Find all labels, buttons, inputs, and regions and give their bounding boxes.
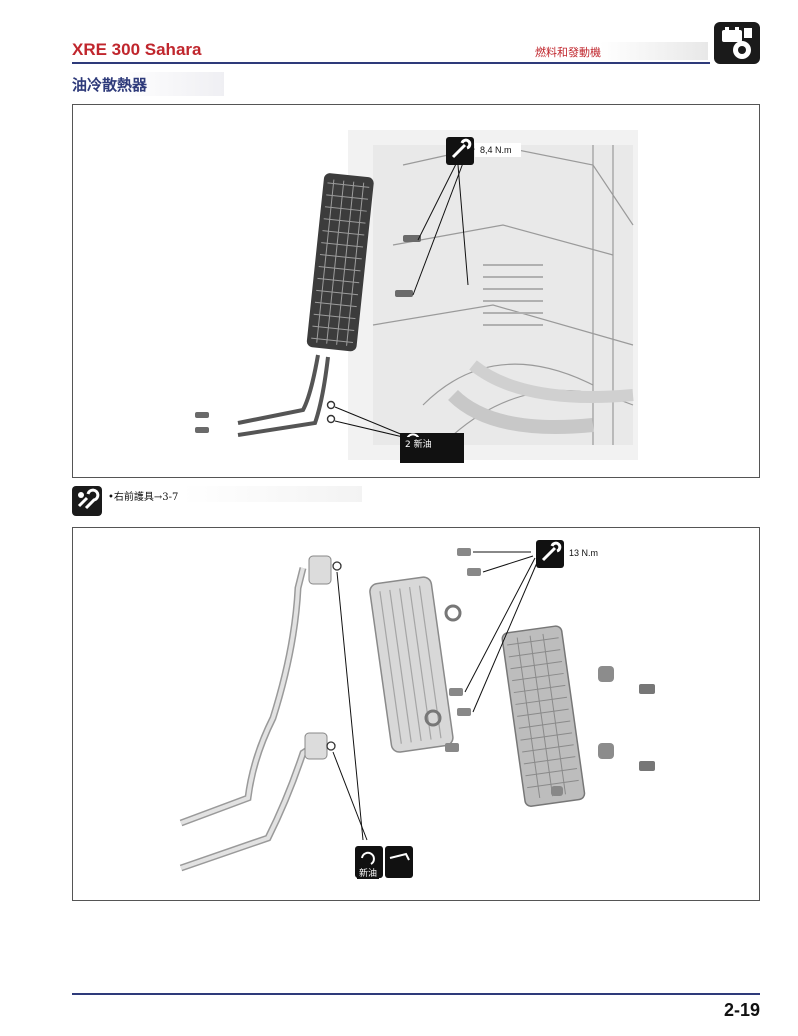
subtitle-background — [72, 72, 224, 96]
torque-value-2: 13 N.m — [569, 548, 599, 558]
figure-oil-cooler-installed: 8,4 N.m 2 新油 — [72, 104, 760, 478]
model-title: XRE 300 Sahara — [72, 40, 202, 59]
section-title: 燃料和發動機 — [535, 46, 601, 59]
torque-wrench-icon — [446, 137, 474, 165]
page-number: 2-19 — [723, 1000, 760, 1020]
note-text: •右前護具→3-7 — [108, 492, 179, 503]
figure-oil-cooler-exploded: 13 N.m 新油 — [72, 527, 760, 901]
header-rule — [72, 62, 710, 64]
replace-oil-callout-2: 新油 — [357, 866, 380, 879]
replace-oil-callout-1: 2 新油 — [402, 437, 435, 450]
remove-install-icon — [72, 486, 102, 516]
footer-rule — [72, 993, 760, 995]
page-subtitle: 油冷散熱器 — [72, 76, 148, 94]
engine-chapter-icon — [714, 22, 760, 64]
note-shade — [182, 486, 362, 502]
torque-value-1: 8,4 N.m — [480, 145, 512, 155]
header-shade — [600, 42, 708, 60]
torque-wrench-icon — [536, 540, 564, 568]
